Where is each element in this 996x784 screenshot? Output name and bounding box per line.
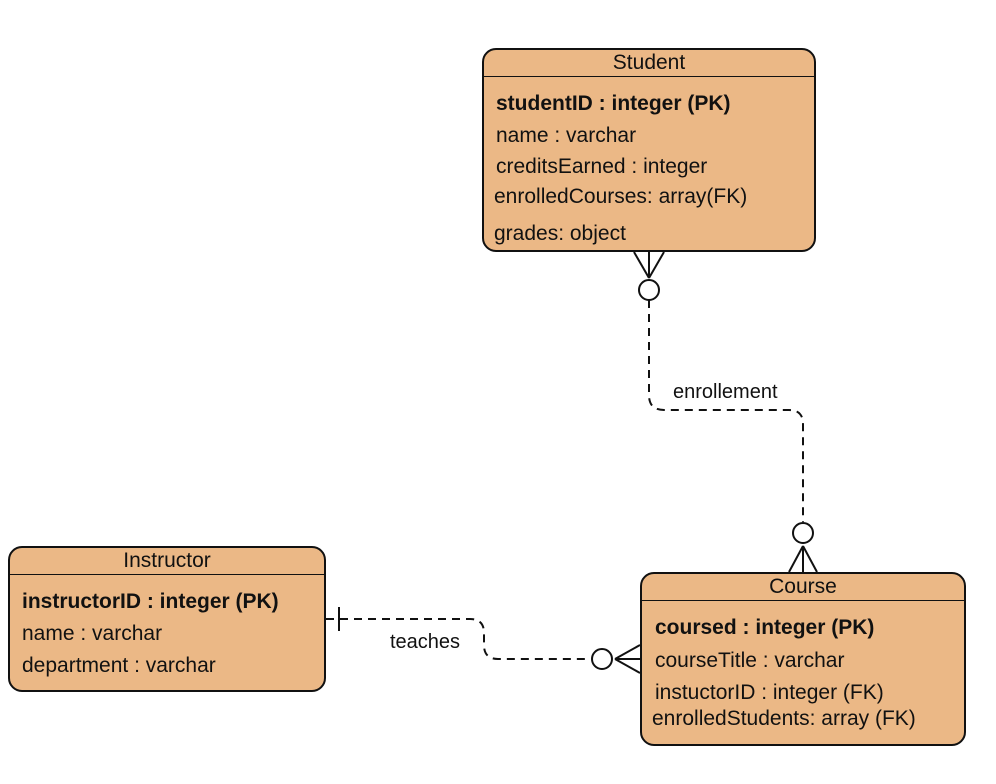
course-attribute-enrolled-students: enrolledStudents: array (FK) (652, 707, 916, 730)
course-pk-attribute: coursed : integer (PK) (655, 616, 875, 639)
student-attribute-enrolled-courses: enrolledCourses: array(FK) (494, 185, 748, 208)
entity-course[interactable]: Course coursed : integer (PK) courseTitl… (640, 572, 966, 746)
entity-student-title: Student (484, 50, 814, 77)
enrollment-student-crowsfoot-icon (633, 251, 665, 279)
instructor-attribute-name: name : varchar (22, 622, 163, 645)
entity-course-title: Course (642, 574, 964, 601)
teaches-course-zero-icon (591, 648, 613, 670)
student-attribute-name: name : varchar (496, 124, 637, 147)
enrollment-line (648, 300, 804, 522)
student-attribute-grades: grades: object (494, 222, 626, 245)
course-attribute-title: courseTitle : varchar (655, 649, 845, 672)
instructor-pk-attribute: instructorID : integer (PK) (22, 590, 279, 613)
entity-student[interactable]: Student studentID : integer (PK) name : … (482, 48, 816, 252)
instructor-attribute-department: department : varchar (22, 654, 216, 677)
entity-instructor-title: Instructor (10, 548, 324, 575)
relationship-label-enrollment: enrollement (673, 381, 778, 403)
course-attribute-instructor-id: instuctorID : integer (FK) (655, 681, 884, 704)
enrollment-course-zero-icon (792, 522, 814, 544)
enrollment-course-crowsfoot-icon (788, 545, 818, 573)
enrollment-student-zero-icon (638, 279, 660, 301)
student-pk-attribute: studentID : integer (PK) (496, 92, 731, 115)
teaches-line (326, 618, 590, 660)
teaches-course-crowsfoot-icon (614, 644, 641, 674)
student-attribute-credits: creditsEarned : integer (496, 155, 708, 178)
entity-instructor[interactable]: Instructor instructorID : integer (PK) n… (8, 546, 326, 692)
relationship-label-teaches: teaches (390, 631, 461, 653)
